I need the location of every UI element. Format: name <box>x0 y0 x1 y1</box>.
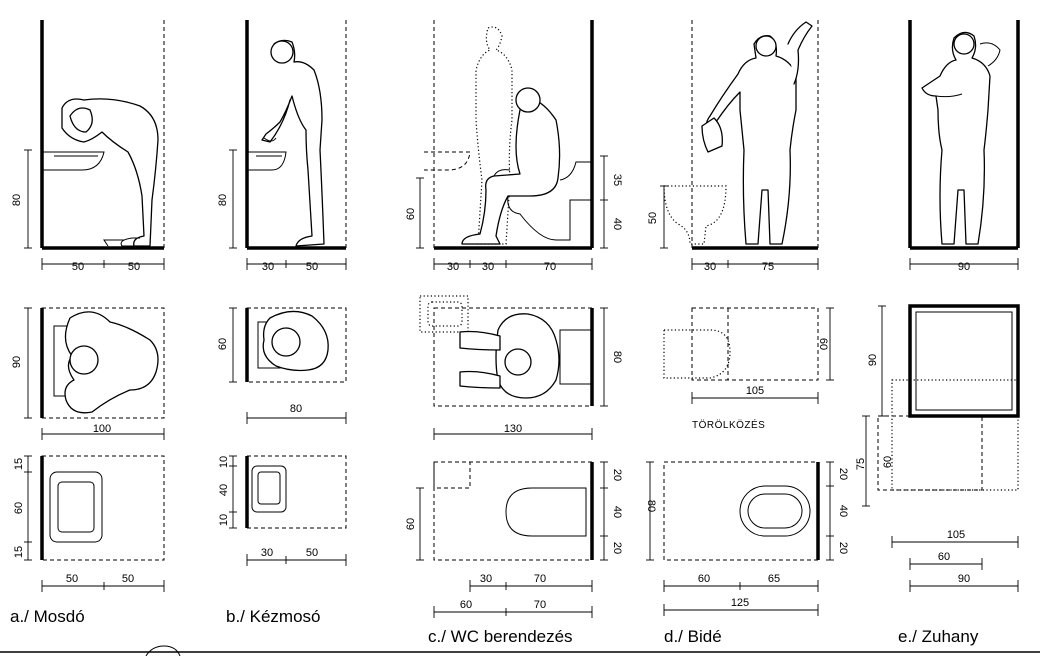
dim-d-space-w2: 65 <box>768 573 780 585</box>
dim-a-space-h2: 60 <box>13 502 25 514</box>
towel-label: TÖRÖLKÖZÉS <box>692 418 765 431</box>
dim-a-elev-height: 80 <box>11 194 23 206</box>
dim-c-elev-w1: 30 <box>447 261 459 273</box>
dim-b-space-h3: 10 <box>218 514 230 526</box>
dim-c-elev-h2: 35 <box>611 174 623 186</box>
panel-b-elevation: 80 30 50 <box>217 20 347 273</box>
dim-e-plan-h2: 75 <box>855 458 867 470</box>
bending-man-figure <box>61 98 159 247</box>
dim-d-plan-width: 105 <box>746 385 764 397</box>
dim-d-space-height: 80 <box>645 500 657 512</box>
dim-d-space-r1: 20 <box>837 468 849 480</box>
caption-d: d./ Bidé <box>664 627 722 646</box>
wc-bowl-outline <box>505 487 587 537</box>
dim-b-elev-height: 80 <box>217 194 229 206</box>
dim-a-elev-w2: 50 <box>128 261 140 273</box>
panel-e-elevation: 90 <box>908 20 1020 273</box>
drying-man-figure <box>705 35 797 245</box>
standing-man-figure <box>261 39 325 247</box>
dim-b-plan-width: 80 <box>290 403 302 415</box>
dim-a-space-w2: 50 <box>122 573 134 585</box>
panel-d-plan: 60 105 TÖRÖLKÖZÉS <box>663 307 834 431</box>
dim-d-elev-w1: 30 <box>704 261 716 273</box>
dim-c-elev-w2: 30 <box>482 261 494 273</box>
dim-c-elev-h1: 60 <box>405 208 417 220</box>
shower-tray <box>908 304 1020 418</box>
panel-b-plan: 60 80 <box>217 307 347 424</box>
panel-c-plan: 80 130 <box>419 295 623 440</box>
dim-b-elev-w1: 30 <box>262 261 274 273</box>
dim-a-space-w1: 50 <box>66 573 78 585</box>
dim-c-space-w4: 70 <box>534 599 546 611</box>
caption-a: a./ Mosdó <box>10 607 85 626</box>
dim-c-elev-w3: 70 <box>544 261 556 273</box>
dim-d-space-w3: 125 <box>731 597 749 609</box>
dim-a-elev-w1: 50 <box>72 261 84 273</box>
dim-d-elev-height: 50 <box>647 212 659 224</box>
dim-d-space-w1: 60 <box>698 573 710 585</box>
caption-e: e./ Zuhany <box>898 627 979 646</box>
dim-b-plan-height: 60 <box>217 338 229 350</box>
dim-b-elev-w2: 50 <box>306 261 318 273</box>
caption-b: b./ Kézmosó <box>226 607 321 626</box>
dim-c-space-r2: 40 <box>611 506 623 518</box>
dim-a-plan-width: 100 <box>93 423 111 435</box>
dim-c-space-r3: 20 <box>611 542 623 554</box>
dim-e-plan-h3: 60 <box>882 456 894 468</box>
dim-c-space-r1: 20 <box>611 469 623 481</box>
panel-d-elevation: 50 30 75 <box>647 20 819 273</box>
bidet-outline <box>739 485 811 537</box>
caption-c: c./ WC berendezés <box>428 627 573 646</box>
panel-a-space: 15 60 15 50 50 a./ Mosdó <box>10 455 165 626</box>
panel-e-plan: 90 75 60 105 60 90 e./ Zuhany <box>855 304 1020 646</box>
dim-c-plan-width: 130 <box>504 423 522 435</box>
seated-man-figure <box>461 97 561 245</box>
dim-b-space-h1: 10 <box>218 456 230 468</box>
panel-d-space: 80 20 40 20 60 65 125 d./ Bidé <box>645 461 849 646</box>
dim-e-plan-w3: 90 <box>958 573 970 585</box>
dim-e-plan-w2: 60 <box>938 551 950 563</box>
dim-a-space-h3: 15 <box>13 546 25 558</box>
dim-d-plan-height: 60 <box>817 338 829 350</box>
dim-b-space-h2: 40 <box>218 484 230 496</box>
dim-a-space-h1: 15 <box>13 458 25 470</box>
dim-d-space-r2: 40 <box>837 505 849 517</box>
panel-a-plan: 90 100 <box>11 307 165 440</box>
dim-e-plan-w1: 105 <box>947 529 965 541</box>
dim-d-elev-w2: 75 <box>762 261 774 273</box>
panel-c-elevation: 60 35 40 30 30 70 <box>405 20 623 273</box>
dim-c-elev-h3: 40 <box>611 218 623 230</box>
bottom-arc <box>145 645 181 656</box>
panel-a-elevation: 80 50 50 <box>11 20 165 273</box>
dim-c-space-height: 60 <box>405 518 417 530</box>
dim-b-space-w1: 30 <box>261 547 273 559</box>
dim-b-space-w2: 50 <box>306 547 318 559</box>
showering-man-figure <box>921 31 991 245</box>
top-view-figure <box>64 311 159 414</box>
standing-figure-outline <box>475 26 513 245</box>
dim-a-plan-height: 90 <box>11 356 23 368</box>
dim-c-space-w2: 70 <box>534 573 546 585</box>
dim-e-elev-width: 90 <box>958 261 970 273</box>
panel-b-space: 10 40 10 30 50 b./ Kézmosó <box>218 455 347 626</box>
panel-c-space: 60 20 40 20 30 70 60 70 c./ WC berendezé… <box>405 461 623 646</box>
dim-d-space-r3: 20 <box>837 542 849 554</box>
dim-c-space-w1: 30 <box>480 573 492 585</box>
dim-c-space-w3: 60 <box>460 599 472 611</box>
dim-c-plan-height: 80 <box>611 351 623 363</box>
dim-e-plan-h1: 90 <box>867 354 879 366</box>
